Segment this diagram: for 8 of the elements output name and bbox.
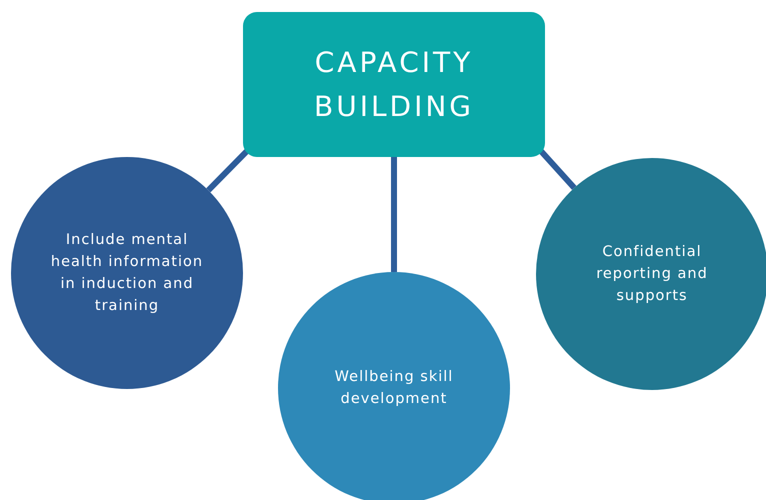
connector-line: [206, 148, 250, 192]
topic-text: Include mental health information in induction and training: [50, 231, 204, 316]
title-text: CAPACITY BUILDING: [312, 44, 476, 124]
title-box: [243, 12, 545, 157]
connector-line: [538, 148, 576, 190]
topic-text: Confidential reporting and supports: [595, 243, 709, 306]
connector-line: [391, 157, 397, 272]
topic-text: Wellbeing skill development: [334, 368, 454, 409]
